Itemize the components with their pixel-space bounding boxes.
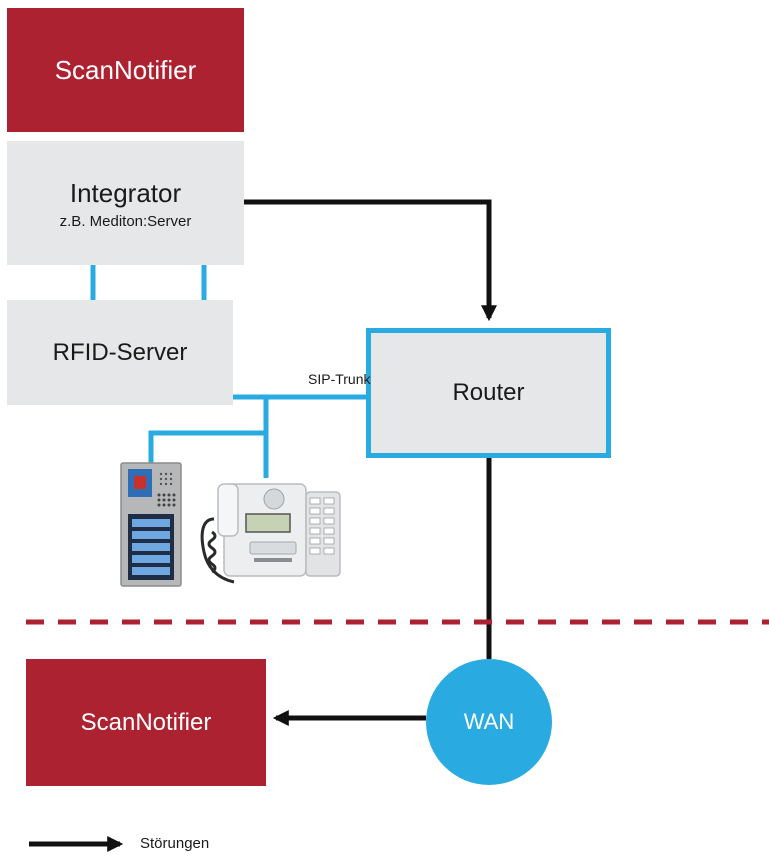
integrator-title: Integrator bbox=[69, 177, 182, 208]
router-box: Router bbox=[366, 328, 611, 458]
sip-trunk-label: SIP-Trunk bbox=[308, 371, 371, 387]
door-intercom-panel-icon bbox=[120, 462, 182, 587]
rfid-server-label: RFID-Server bbox=[52, 338, 188, 366]
line-to-door-panel bbox=[148, 430, 266, 468]
legend-label: Störungen bbox=[140, 835, 210, 852]
desk-phone-icon bbox=[200, 483, 341, 584]
router-label: Router bbox=[452, 379, 525, 406]
arrow-integrator-router bbox=[244, 199, 498, 322]
scannotifier-bottom-label: ScanNotifier bbox=[80, 708, 212, 736]
wan-circle: WAN bbox=[426, 659, 552, 785]
wan-label: WAN bbox=[463, 709, 515, 734]
rfid-server-box: RFID-Server bbox=[7, 300, 233, 405]
scannotifier-top-box: ScanNotifier bbox=[7, 8, 244, 132]
integrator-subtitle: z.B. Mediton:Server bbox=[59, 212, 192, 230]
scannotifier-top-label: ScanNotifier bbox=[54, 54, 197, 85]
integrator-box: Integrator z.B. Mediton:Server bbox=[7, 141, 244, 265]
scannotifier-bottom-box: ScanNotifier bbox=[26, 659, 266, 786]
